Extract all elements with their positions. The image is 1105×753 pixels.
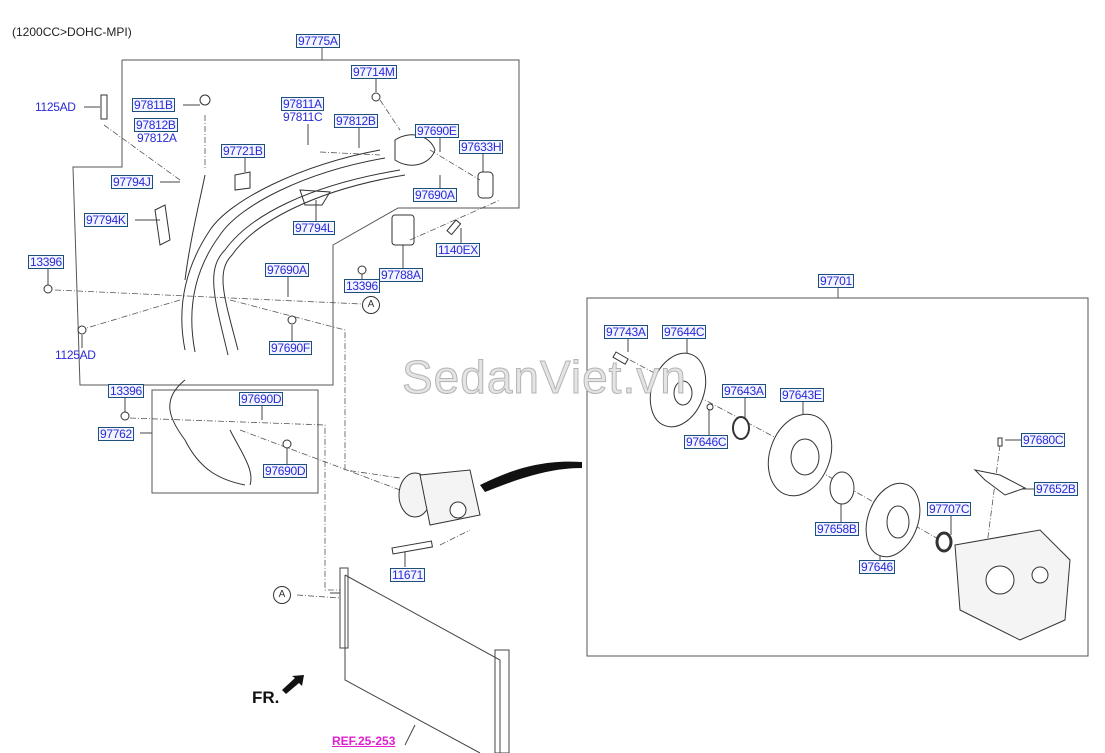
part-label-97812B[interactable]: 97812B [134, 118, 178, 132]
part-label-97794K[interactable]: 97794K [84, 213, 128, 227]
part-label-13396-left[interactable]: 13396 [28, 255, 64, 269]
part-label-97762[interactable]: 97762 [98, 427, 134, 441]
part-label-97690E[interactable]: 97690E [415, 124, 459, 138]
engine-variant-header: (1200CC>DOHC-MPI) [12, 25, 132, 39]
part-label-13396-mid[interactable]: 13396 [344, 279, 380, 293]
part-label-97633H[interactable]: 97633H [459, 140, 504, 154]
part-label-97794J[interactable]: 97794J [111, 175, 153, 189]
part-label-97701[interactable]: 97701 [818, 274, 854, 288]
part-label-97811B[interactable]: 97811B [132, 98, 175, 112]
part-label-97646[interactable]: 97646 [859, 560, 895, 574]
reference-link[interactable]: REF.25-253 [332, 734, 396, 748]
part-label-1125AD-top[interactable]: 1125AD [35, 100, 76, 114]
part-label-97812B-2[interactable]: 97812B [334, 114, 378, 128]
part-label-97658B[interactable]: 97658B [815, 522, 859, 536]
part-label-97743A[interactable]: 97743A [604, 325, 648, 339]
part-label-1125AD-bottom[interactable]: 1125AD [55, 348, 96, 362]
part-label-97788A[interactable]: 97788A [379, 268, 423, 282]
part-label-97644C[interactable]: 97644C [662, 325, 707, 339]
part-label-97690D[interactable]: 97690D [239, 392, 284, 406]
part-label-97690A-top[interactable]: 97690A [413, 188, 457, 202]
part-label-97811A[interactable]: 97811A [281, 97, 324, 111]
front-direction-arrow [282, 675, 304, 694]
connector-marker-a-bottom: A [273, 586, 291, 604]
part-label-97690A-mid[interactable]: 97690A [265, 263, 309, 277]
part-label-97707C[interactable]: 97707C [927, 502, 972, 516]
part-label-97721B[interactable]: 97721B [221, 144, 265, 158]
group-box-97775A [72, 59, 520, 386]
connector-marker-a-top: A [362, 296, 380, 314]
part-label-97775A[interactable]: 97775A [296, 34, 340, 48]
group-box-97762 [151, 389, 319, 494]
part-label-97812A[interactable]: 97812A [137, 131, 177, 145]
part-label-97652B[interactable]: 97652B [1034, 482, 1078, 496]
part-label-97811C[interactable]: 97811C [283, 110, 323, 124]
part-label-97680C[interactable]: 97680C [1021, 433, 1066, 447]
part-label-97794L[interactable]: 97794L [293, 221, 336, 235]
part-label-97690D-2[interactable]: 97690D [263, 464, 308, 478]
part-label-97714M[interactable]: 97714M [351, 65, 397, 79]
part-label-97690F[interactable]: 97690F [269, 341, 312, 355]
part-label-97643E[interactable]: 97643E [780, 388, 824, 402]
part-label-13396-inset[interactable]: 13396 [108, 384, 144, 398]
part-label-97643A[interactable]: 97643A [722, 384, 766, 398]
part-label-1140EX[interactable]: 1140EX [436, 243, 481, 257]
part-label-11671[interactable]: 11671 [390, 568, 425, 582]
part-label-97646C[interactable]: 97646C [684, 435, 729, 449]
front-direction-label: FR. [252, 688, 280, 707]
watermark: SedanViet.vn [402, 351, 687, 404]
